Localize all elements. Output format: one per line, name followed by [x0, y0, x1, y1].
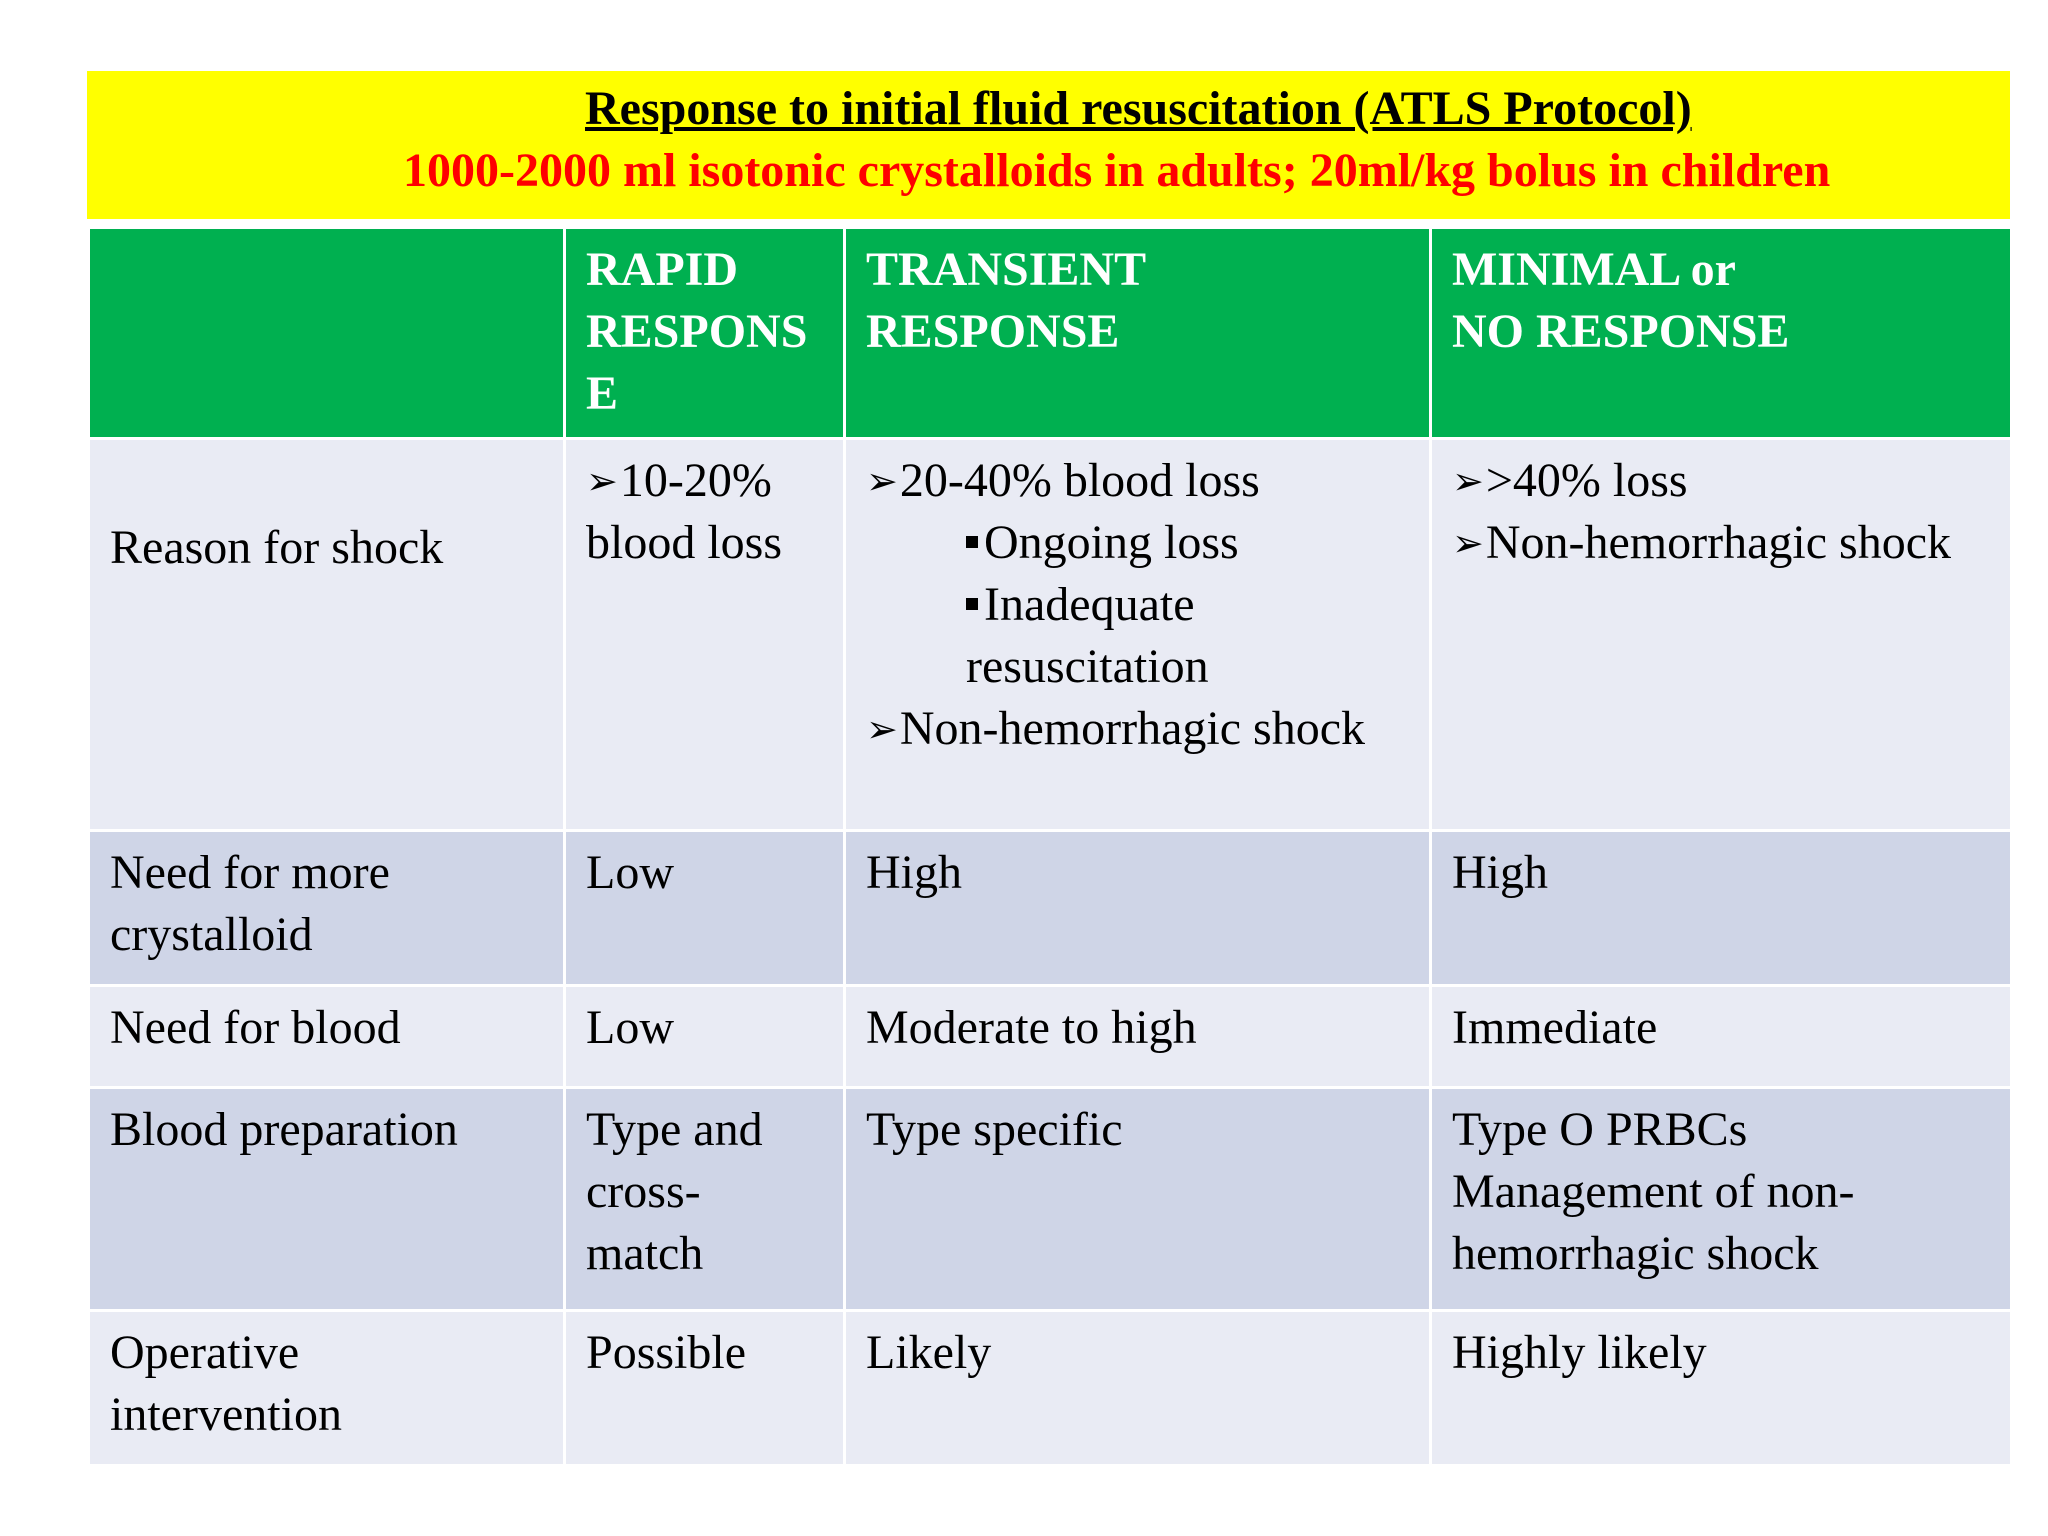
table-row-reason: Reason for shock ➢10-20% blood loss ➢20-…	[87, 437, 2013, 832]
row-label-operative: Operative intervention	[87, 1309, 566, 1467]
slide-subtitle: 1000-2000 ml isotonic crystalloids in ad…	[403, 144, 1831, 197]
table-row-crystalloid: Need for more crystalloid Low High High	[87, 829, 2013, 987]
row-label-blood: Need for blood	[87, 984, 566, 1089]
cell-operative-transient: Likely	[843, 1309, 1432, 1467]
cell-operative-minimal: Highly likely	[1429, 1309, 2013, 1467]
cell-blood-transient: Moderate to high	[843, 984, 1432, 1089]
cell-blood-rapid: Low	[563, 984, 846, 1089]
square-bullet-icon	[966, 536, 978, 548]
cell-operative-rapid: Possible	[563, 1309, 846, 1467]
header-transient-response: TRANSIENT RESPONSE	[843, 226, 1432, 440]
cell-reason-rapid: ➢10-20% blood loss	[563, 437, 846, 832]
cell-blood-minimal: Immediate	[1429, 984, 2013, 1089]
title-banner: Response to initial fluid resuscitation …	[87, 71, 2010, 219]
row-label-crystalloid: Need for more crystalloid	[87, 829, 566, 987]
cell-preparation-rapid: Type and cross- match	[563, 1086, 846, 1312]
row-label-preparation: Blood preparation	[87, 1086, 566, 1312]
square-bullet-icon	[966, 598, 978, 610]
cell-crystalloid-rapid: Low	[563, 829, 846, 987]
header-minimal-response: MINIMAL or NO RESPONSE	[1429, 226, 2013, 440]
table-row-preparation: Blood preparation Type and cross- match …	[87, 1086, 2013, 1312]
header-empty-cell	[87, 226, 566, 440]
arrow-bullet-icon: ➢	[1452, 521, 1484, 565]
cell-preparation-minimal: Type O PRBCs Management of non- hemorrha…	[1429, 1086, 2013, 1312]
arrow-bullet-icon: ➢	[586, 459, 618, 503]
table-row-operative: Operative intervention Possible Likely H…	[87, 1309, 2013, 1467]
cell-reason-transient: ➢20-40% blood loss Ongoing loss Inadequa…	[843, 437, 1432, 832]
row-label-reason: Reason for shock	[87, 437, 566, 832]
arrow-bullet-icon: ➢	[866, 459, 898, 503]
header-rapid-response: RAPID RESPONS E	[563, 226, 846, 440]
cell-crystalloid-transient: High	[843, 829, 1432, 987]
cell-preparation-transient: Type specific	[843, 1086, 1432, 1312]
slide-title: Response to initial fluid resuscitation …	[585, 82, 1692, 135]
response-table: RAPID RESPONS E TRANSIENT RESPONSE MINIM…	[87, 226, 2013, 1467]
arrow-bullet-icon: ➢	[1452, 459, 1484, 503]
cell-crystalloid-minimal: High	[1429, 829, 2013, 987]
header-row: RAPID RESPONS E TRANSIENT RESPONSE MINIM…	[87, 226, 2013, 440]
arrow-bullet-icon: ➢	[866, 707, 898, 751]
table-row-blood: Need for blood Low Moderate to high Imme…	[87, 984, 2013, 1089]
cell-reason-minimal: ➢>40% loss ➢Non-hemorrhagic shock	[1429, 437, 2013, 832]
